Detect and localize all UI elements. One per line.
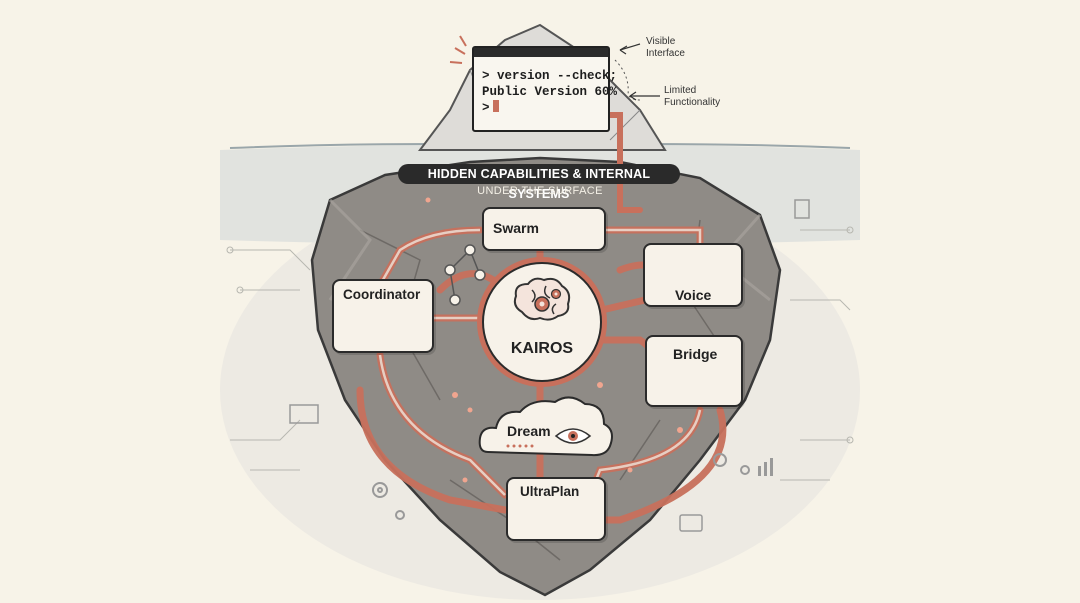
bar-chart-icon xyxy=(758,458,773,476)
terminal-prompt: > xyxy=(482,101,490,115)
node-bridge-label: Bridge xyxy=(673,346,718,362)
node-ultraplan-label: UltraPlan xyxy=(520,484,580,499)
folder-icon xyxy=(679,514,703,532)
gear-icon xyxy=(372,453,750,520)
annotation-visible-interface: Visible Interface xyxy=(646,36,685,59)
terminal-window: > version --check; Public Version 60% > xyxy=(472,46,618,132)
network-nodes-icon xyxy=(444,244,486,306)
terminal-prompt-line: > xyxy=(474,100,608,116)
node-ultraplan xyxy=(506,477,606,541)
node-voice-label: Voice xyxy=(675,287,712,303)
node-swarm xyxy=(482,207,606,251)
terminal-title-bar xyxy=(474,48,608,57)
node-coordinator-label: Coordinator xyxy=(343,287,421,302)
section-subtitle: UNDER THE SURFACE xyxy=(477,185,603,197)
brain-gears-icon xyxy=(513,277,571,321)
cursor-icon xyxy=(492,100,499,112)
section-banner: HIDDEN CAPABILITIES & INTERNAL SYSTEMS xyxy=(398,164,680,201)
node-coordinator xyxy=(332,279,434,353)
annotation-limited-functionality: Limited Functionality xyxy=(664,85,721,108)
eye-icon xyxy=(554,428,592,444)
document-icon xyxy=(289,199,810,424)
node-dream-label: Dream xyxy=(507,423,551,439)
terminal-command: > version --check; xyxy=(482,69,618,83)
node-swarm-label: Swarm xyxy=(493,220,539,236)
circuit-lines xyxy=(226,226,854,481)
terminal-output: Public Version 60% xyxy=(482,85,618,99)
spark-marks xyxy=(449,35,467,64)
node-voice xyxy=(643,243,743,307)
node-bridge xyxy=(645,335,743,407)
node-kairos-label: KAIROS xyxy=(510,340,574,357)
